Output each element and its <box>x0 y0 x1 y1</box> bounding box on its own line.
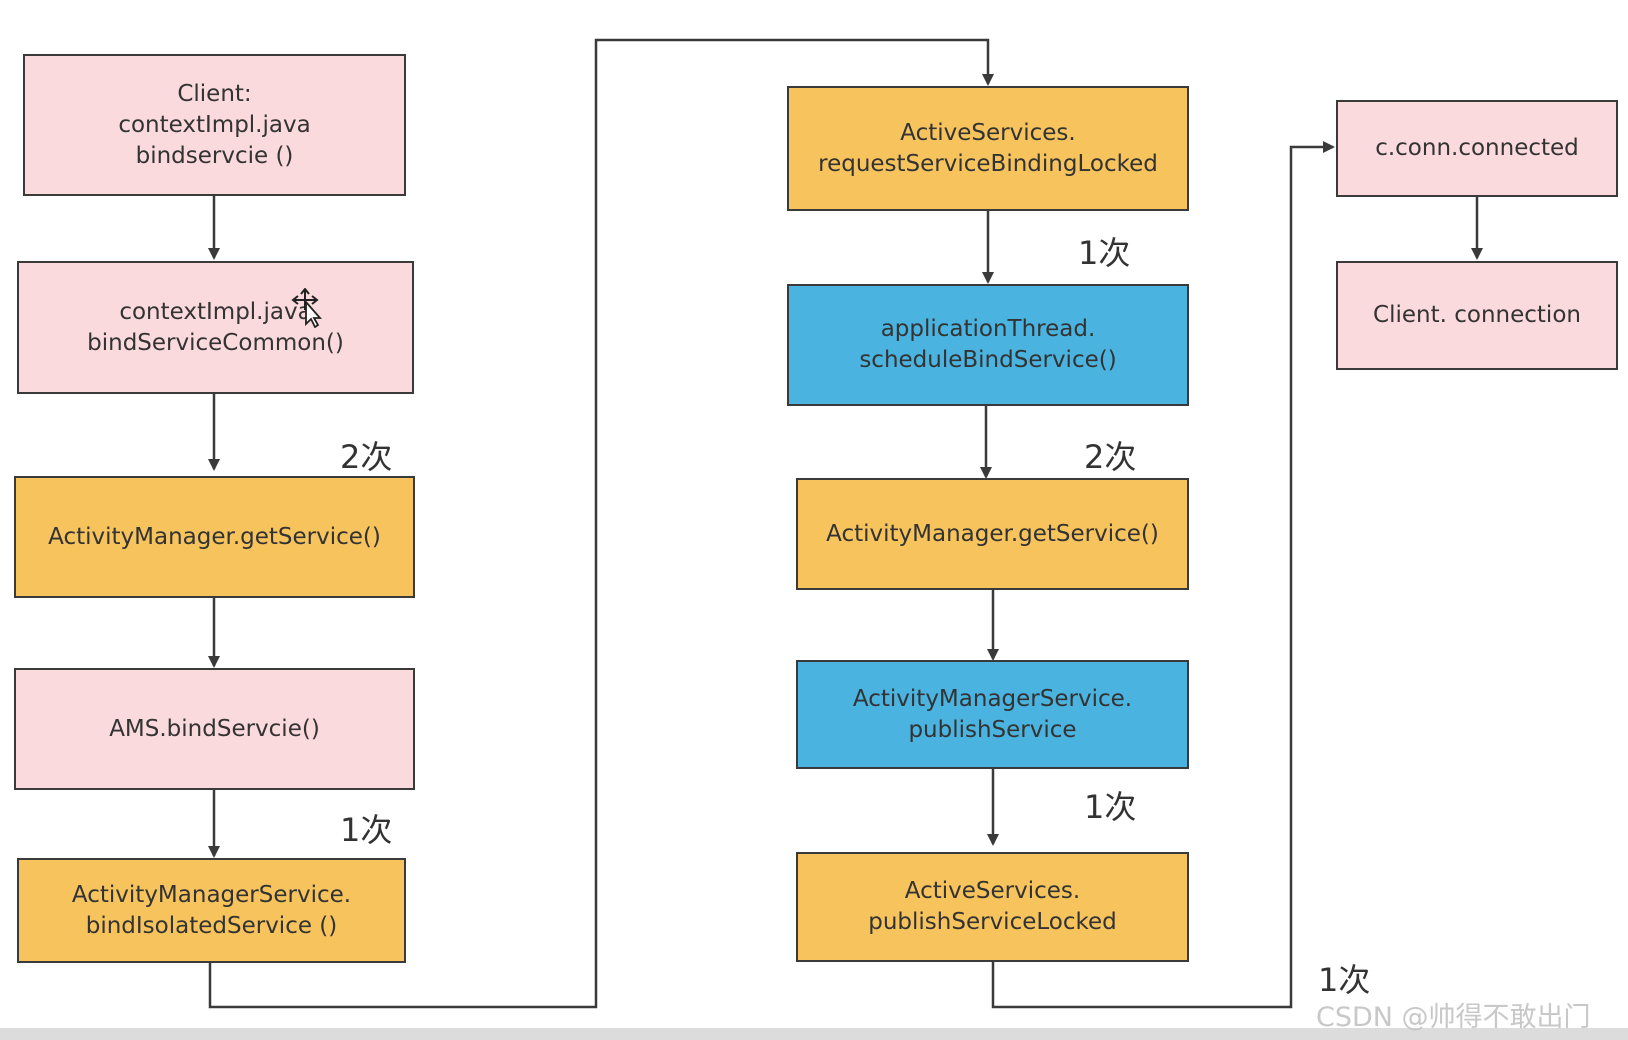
node-client-bindservice: Client: contextImpl.java bindservcie () <box>23 54 406 196</box>
node-activitymanager-getservice: ActivityManager.getService() <box>14 476 415 598</box>
bottom-bar <box>0 1028 1628 1040</box>
node-client-connection: Client. connection <box>1336 261 1618 370</box>
arrow-isolated-to-request <box>208 38 994 1009</box>
move-cursor-icon <box>291 288 322 328</box>
count-label: 2次 <box>340 438 393 476</box>
node-ams-bindservice: AMS.bindServcie() <box>14 668 415 790</box>
node-bind-service-common: contextImpl.java bindServiceCommon() <box>17 261 414 394</box>
node-publish-service-locked: ActiveServices. publishServiceLocked <box>796 852 1189 962</box>
node-activitymanager-getservice-2: ActivityManager.getService() <box>796 478 1189 590</box>
node-schedule-bind-service: applicationThread. scheduleBindService() <box>787 284 1189 406</box>
node-ams-bind-isolated-service: ActivityManagerService. bindIsolatedServ… <box>17 858 406 963</box>
count-label: 1次 <box>340 811 393 849</box>
count-label: 1次 <box>1084 788 1137 826</box>
watermark: CSDN @帅得不敢出门 <box>1316 1002 1591 1033</box>
count-label: 1次 <box>1078 234 1131 272</box>
node-request-service-binding-locked: ActiveServices. requestServiceBindingLoc… <box>787 86 1189 211</box>
node-ams-publish-service: ActivityManagerService. publishService <box>796 660 1189 769</box>
arrow-locked-to-connected <box>991 141 1335 1009</box>
node-conn-connected: c.conn.connected <box>1336 100 1618 197</box>
count-label: 2次 <box>1084 438 1137 476</box>
count-label: 1次 <box>1318 961 1371 999</box>
